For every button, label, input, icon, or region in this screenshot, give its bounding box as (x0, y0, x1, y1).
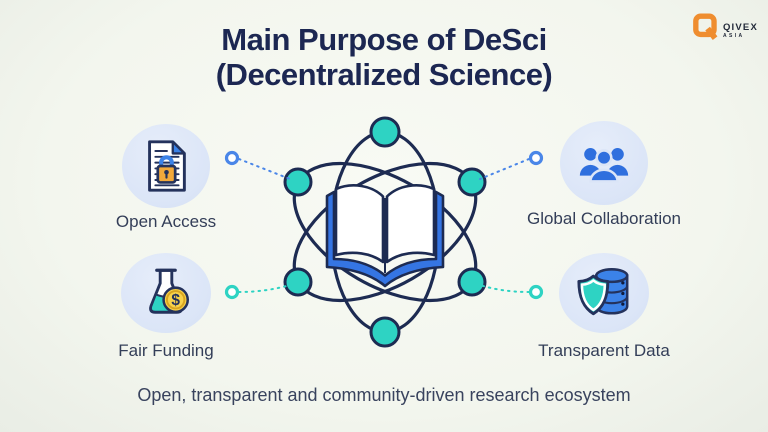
document-lock-icon (148, 140, 186, 192)
feature-global-collaboration: Global Collaboration (504, 121, 704, 229)
people-group-icon (579, 148, 629, 183)
orbit-nodes (283, 116, 487, 348)
feature-label: Open Access (115, 212, 217, 231)
feature-circle (559, 253, 649, 333)
connector-dot-bottom-right (528, 284, 544, 300)
feature-circle (560, 121, 648, 205)
feature-label: Fair Funding (118, 341, 214, 360)
brand-logo-text: QIVEX ASIA (723, 23, 758, 40)
svg-text:$: $ (171, 292, 180, 309)
feature-transparent-data: Transparent Data (504, 253, 704, 361)
feature-circle (122, 124, 210, 208)
feature-label: Transparent Data (538, 341, 670, 360)
brand-name: QIVEX (722, 22, 758, 33)
connector-dot-top-left (224, 150, 240, 166)
orbit-node-lower-right (457, 267, 487, 297)
feature-fair-funding: $ Fair Funding (66, 253, 266, 361)
orbit-node-lower-left (283, 267, 313, 297)
orbit-node-upper-left (283, 167, 313, 197)
connector-line-top-left (238, 158, 291, 180)
orange-q-mark-icon (693, 13, 718, 40)
connector-line-top-right (479, 158, 530, 180)
orbit-node-bottom (369, 316, 401, 348)
page-title: Main Purpose of DeSci (Decentralized Sci… (0, 22, 768, 92)
feature-label: Global Collaboration (526, 209, 682, 228)
connector-line-bottom-right (479, 284, 530, 293)
feature-open-access: Open Access (66, 124, 266, 232)
shield-database-icon (577, 268, 629, 316)
connector-dot-bottom-left (224, 284, 240, 300)
caption-text: Open, transparent and community-driven r… (137, 385, 631, 405)
orbit-node-top (369, 116, 401, 148)
open-book-icon (325, 184, 445, 288)
brand-logo: QIVEX ASIA (692, 13, 758, 43)
page-title-line1: Main Purpose of DeSci (221, 22, 547, 57)
connector-dot-top-right (528, 150, 544, 166)
connector-line-bottom-left (238, 284, 291, 293)
flask-dollar-icon: $ (149, 268, 190, 314)
brand-region: ASIA (722, 33, 745, 39)
feature-circle: $ (121, 253, 211, 333)
page-title-line2: (Decentralized Science) (215, 57, 553, 92)
orbit-node-upper-right (457, 167, 487, 197)
